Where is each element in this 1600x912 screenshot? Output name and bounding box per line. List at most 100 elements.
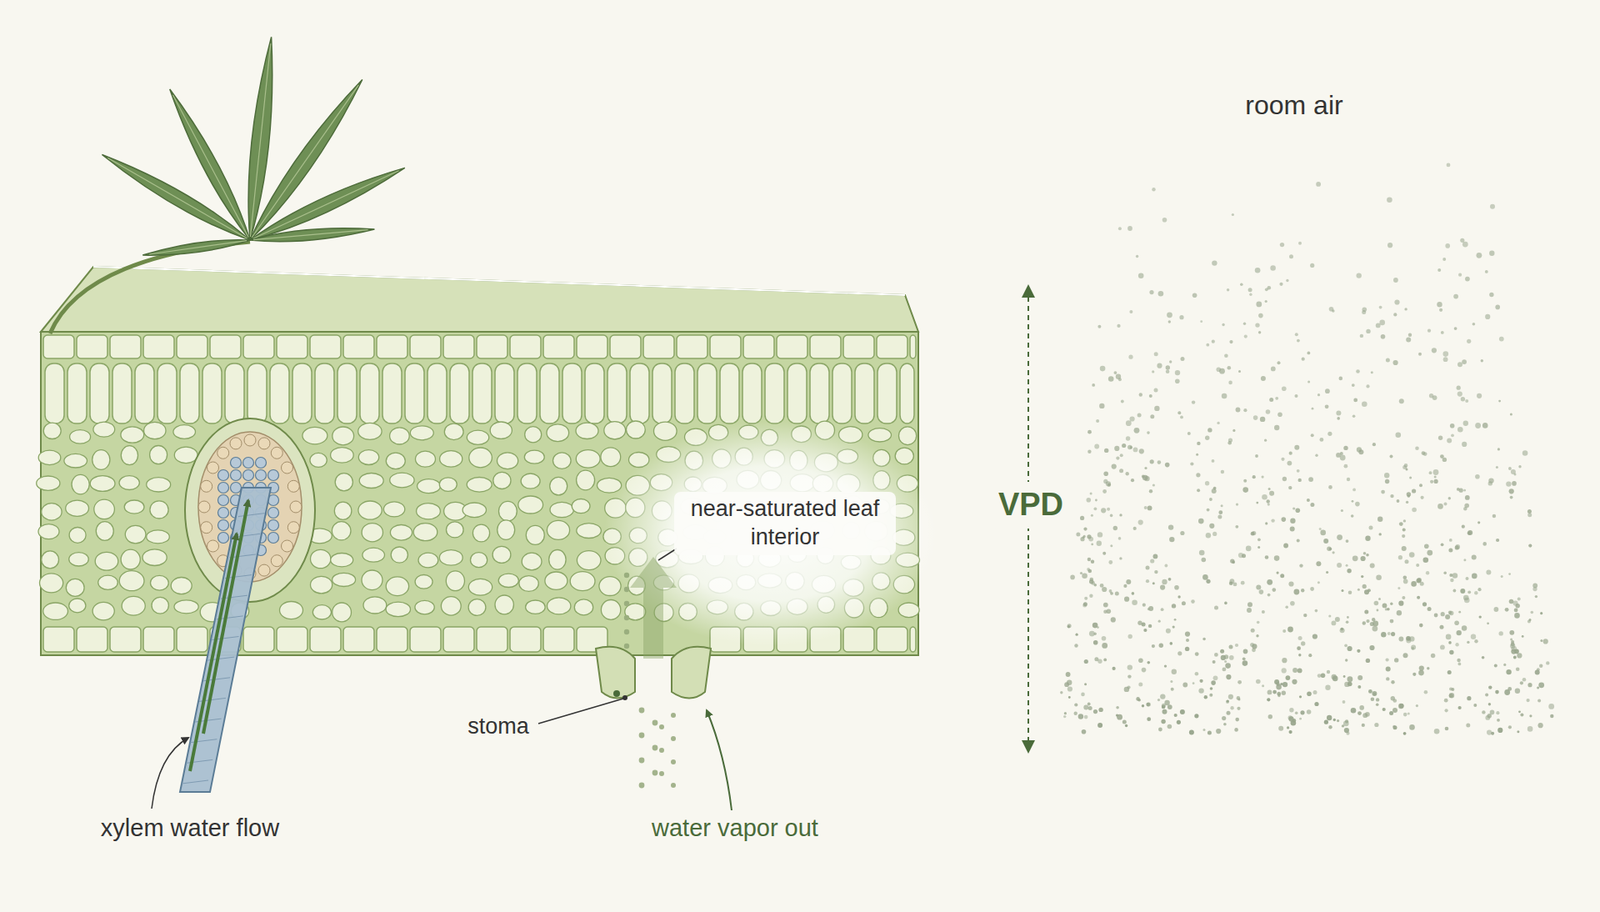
vapor-dot [1119,513,1122,516]
epidermis-cell [610,335,641,359]
vapor-dot [1102,551,1106,555]
vapor-dot [1465,276,1470,282]
epidermis-cell [676,335,708,359]
vapor-dot [1299,563,1303,567]
vapor-dot [1326,670,1330,674]
vapor-dot [1236,706,1240,710]
vapor-dot [1133,447,1139,453]
vapor-dot [1149,290,1154,295]
vapor-dot [1216,366,1222,372]
vapor-dot [1434,475,1437,479]
vapor-dot [1125,471,1130,475]
vapor-dot [1144,505,1148,510]
spongy-cell [119,570,145,591]
vapor-dot [1265,300,1268,303]
vapor-dot [1429,393,1434,398]
vapor-dot [1434,613,1439,618]
palisade-cell [675,363,695,424]
epidermis-cell [276,626,308,652]
vapor-dot [1124,596,1130,602]
vapor-dot [1127,445,1133,450]
vapor-dot [1268,714,1273,719]
vapor-dot [1449,538,1453,542]
vapor-dot [1103,470,1109,476]
vapor-dot [1466,695,1471,700]
vapor-dot [1130,478,1135,482]
spongy-cell [553,452,572,469]
vapor-dot [1080,692,1085,697]
spongy-cell [170,577,192,595]
vapor-dot [1080,515,1085,520]
vapor-dot [1307,380,1310,383]
vapor-dot [1335,452,1341,458]
vapor-dot [624,586,630,592]
vapor-dot [1180,709,1185,715]
vapor-dot [1497,447,1500,450]
vapor-dot [1457,391,1463,397]
vapor-dot [1459,488,1464,493]
vapor-dot [1514,612,1520,619]
xylem-vessel [218,532,230,544]
vapor-dot [1298,635,1303,640]
vapor-dot [1361,310,1366,315]
vapor-dot [1084,596,1088,600]
vapor-dot [1265,555,1270,560]
vapor-dot [1368,689,1373,694]
leaflet-midrib [107,158,247,240]
vapor-dot [1168,577,1172,581]
spongy-cell [174,600,199,614]
vapor-dot [1429,470,1433,475]
vapor-dot [1325,570,1329,574]
vapor-dot [1148,605,1154,611]
epidermis-cell [110,626,141,652]
vapor-dot [1343,675,1346,678]
palisade-cell [765,363,785,424]
vapor-dot [1532,583,1538,589]
vapor-dot [1283,543,1289,549]
spongy-cell [492,545,511,563]
vapor-dot [1500,575,1504,578]
vapor-dot [1125,420,1132,426]
vapor-dot [1083,527,1087,531]
vapor-dot [1401,545,1407,551]
epidermis-cell [876,335,908,359]
spongy-cell [390,472,415,488]
vapor-dot [1087,430,1092,435]
vapor-dot [1449,693,1454,698]
spongy-cell [600,447,621,467]
vapor-dot [1103,479,1108,484]
vapor-dot [1274,679,1280,685]
vapor-dot [1528,544,1532,548]
vapor-dot [1195,651,1200,656]
vapor-dot [659,770,665,776]
vapor-dot [1325,685,1330,690]
spongy-cell [92,601,115,620]
spongy-cell [525,525,545,545]
vapor-dot [1449,692,1455,698]
vapor-leader [706,710,732,810]
vapor-dot [1250,642,1255,647]
vapor-dot [1282,476,1287,481]
vapor-dot [1139,448,1145,454]
vapor-dot [1526,698,1530,702]
vapor-dot [1485,314,1490,320]
vapor-dot [1280,457,1285,461]
vapor-dot [1418,670,1425,676]
vapor-dot [1390,494,1394,498]
xylem-vessel [218,470,230,481]
vapor-dot [1445,634,1452,640]
vapor-dot [1249,293,1252,296]
vapor-dot [1379,320,1385,326]
spongy-cell [332,572,356,586]
vapor-dot [1378,597,1381,600]
vapor-dot [1207,730,1212,735]
vapor-dot [1399,521,1404,526]
spongy-cell [90,475,115,492]
vapor-dot [1370,370,1374,374]
vapor-dot [1411,507,1417,513]
vapor-dot [1211,340,1215,344]
spongy-cell [120,445,138,465]
vapor-dot [659,747,665,753]
vapor-dot [652,745,659,751]
xylem-vessel [218,495,230,506]
